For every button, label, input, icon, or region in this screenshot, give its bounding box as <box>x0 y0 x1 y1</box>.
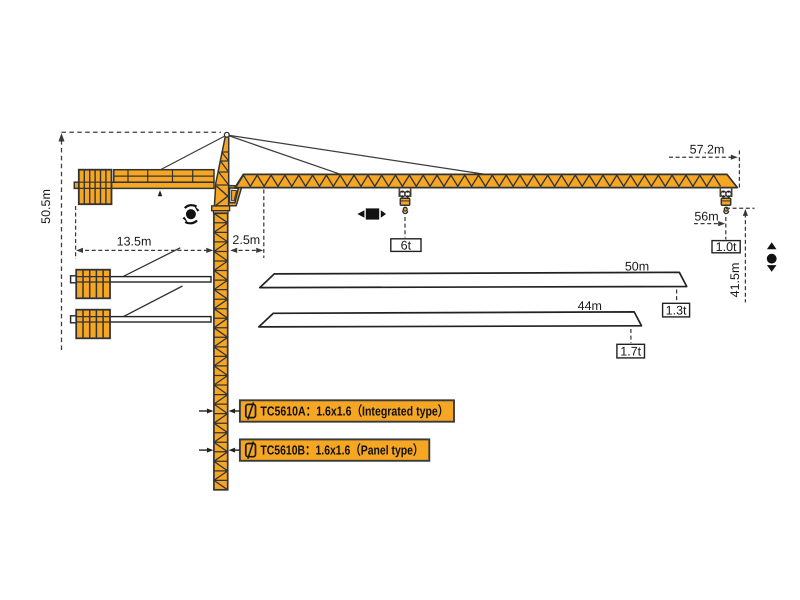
svg-text:1.0t: 1.0t <box>716 240 737 254</box>
svg-text:57.2m: 57.2m <box>690 143 725 157</box>
svg-text:13.5m: 13.5m <box>117 235 152 249</box>
svg-text:41.5m: 41.5m <box>728 263 742 298</box>
svg-text:TC5610A：1.6x1.6（Integrated typ: TC5610A：1.6x1.6（Integrated type） <box>260 404 448 419</box>
svg-text:6t: 6t <box>401 238 412 252</box>
svg-text:44m: 44m <box>578 299 602 313</box>
svg-text:2.5m: 2.5m <box>232 233 260 247</box>
svg-text:50m: 50m <box>625 259 649 273</box>
svg-text:1.3t: 1.3t <box>666 303 687 317</box>
svg-text:56m: 56m <box>694 209 718 223</box>
svg-text:50.5m: 50.5m <box>39 189 53 224</box>
svg-text:TC5610B：1.6x1.6（Panel type）: TC5610B：1.6x1.6（Panel type） <box>260 443 423 458</box>
svg-text:1.7t: 1.7t <box>620 344 641 358</box>
